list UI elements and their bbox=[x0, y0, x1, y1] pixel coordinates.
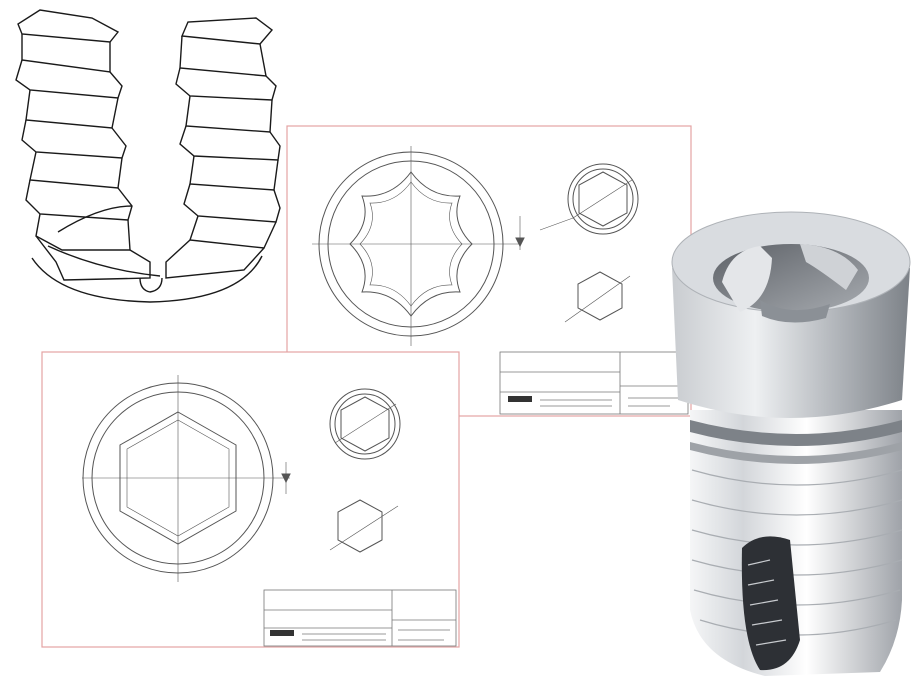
hex-drawing-sheet bbox=[41, 351, 460, 648]
title-block bbox=[263, 589, 457, 647]
title-block bbox=[499, 351, 689, 415]
implant-3d-render bbox=[671, 211, 911, 676]
sheet-border bbox=[41, 351, 460, 648]
thread-cross-section bbox=[15, 9, 281, 303]
